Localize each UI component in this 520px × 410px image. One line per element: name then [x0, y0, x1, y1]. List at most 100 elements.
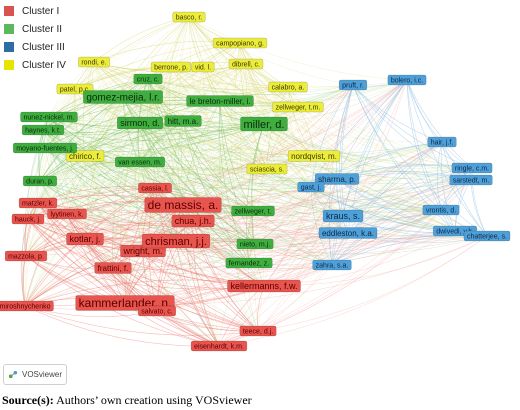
network-link: [112, 187, 156, 269]
node-zellweger_tm[interactable]: zellweger, t.m.: [272, 101, 324, 113]
node-frattini[interactable]: frattini, f.: [94, 262, 132, 274]
network-link: [154, 179, 472, 204]
node-gomez[interactable]: gomez-mejia, l.r.: [83, 90, 163, 104]
node-chrisman[interactable]: chrisman, j.j.: [141, 233, 211, 249]
node-nordqvist[interactable]: nordqvist, m.: [287, 150, 341, 162]
node-kotlar[interactable]: kotlar, j.: [66, 232, 104, 246]
network-link: [251, 123, 265, 245]
node-label: nieto, m.j.: [240, 241, 270, 248]
node-duran[interactable]: duran, p.: [22, 175, 58, 187]
node-sciascia[interactable]: sciascia, s.: [246, 163, 288, 175]
node-campopiano[interactable]: campopiano, g.: [212, 37, 268, 49]
network-link: [263, 123, 333, 266]
network-link: [339, 84, 354, 217]
network-link: [175, 240, 259, 332]
node-haynes[interactable]: haynes, k.t.: [21, 124, 65, 136]
node-box: [12, 142, 78, 154]
network-link: [79, 155, 86, 240]
node-hauck[interactable]: hauck, j.: [11, 213, 45, 225]
node-box: [314, 173, 360, 185]
node-gast[interactable]: gast, j.: [297, 181, 325, 193]
node-eddleston[interactable]: eddleston, k.a.: [318, 227, 378, 239]
node-vid[interactable]: vid. l.: [191, 61, 215, 73]
network-link: [147, 78, 442, 211]
network-link: [93, 61, 289, 90]
network-link: [182, 100, 221, 206]
node-kellermanns[interactable]: kellermanns, f.w.: [227, 279, 301, 293]
legend-swatch: [4, 24, 14, 34]
network-link: [24, 232, 349, 307]
node-basco[interactable]: basco, r.: [172, 11, 206, 23]
node-teece[interactable]: teece, d.j.: [239, 325, 277, 337]
network-link: [93, 61, 354, 92]
node-sharma[interactable]: sharma, p.: [314, 173, 360, 185]
network-link: [188, 16, 289, 88]
network-link: [42, 84, 354, 134]
network-link: [182, 120, 333, 266]
node-vrontis[interactable]: vrontis, d.: [422, 204, 460, 216]
node-sarstedt[interactable]: sarstedt, m.: [449, 174, 493, 186]
node-eisenhardt[interactable]: eisenhardt, k.m.: [190, 340, 248, 352]
network-link: [218, 235, 488, 347]
node-box: [47, 208, 87, 220]
node-box: [141, 233, 211, 249]
node-fernandez[interactable]: fernandez, z.: [225, 257, 273, 269]
network-link: [182, 120, 344, 217]
node-matzler[interactable]: matzler, k.: [18, 197, 58, 209]
node-label: de massis, a.: [148, 198, 219, 212]
node-hair[interactable]: hair, j.f.: [427, 136, 457, 148]
node-label: vid. l.: [195, 64, 211, 71]
node-salvato[interactable]: salvato, c.: [137, 305, 177, 317]
node-ringle[interactable]: ringle, c.m.: [451, 162, 493, 174]
node-box: [22, 175, 58, 187]
node-bolero[interactable]: bolero, i.c.: [387, 74, 427, 86]
node-berrone[interactable]: berrone, p.: [150, 61, 192, 73]
node-box: [236, 238, 274, 250]
legend-item-cluster-3: Cluster III: [4, 40, 65, 54]
network-link: [230, 42, 250, 264]
node-calabro[interactable]: calabro, a.: [268, 81, 308, 93]
node-kraus[interactable]: kraus, s.: [322, 209, 364, 223]
network-link: [74, 88, 349, 234]
network-link: [182, 120, 456, 232]
node-label: eisenhardt, k.m.: [194, 343, 244, 350]
node-lebreton[interactable]: le breton-miller, i.: [186, 95, 254, 107]
node-nunez[interactable]: nunez-nickel, m.: [20, 111, 78, 123]
network-link: [471, 167, 488, 237]
network-link: [218, 264, 333, 347]
network-link: [406, 79, 442, 211]
network-link: [182, 120, 472, 181]
node-zellweger_t[interactable]: zellweger, t.: [231, 205, 275, 217]
network-link: [48, 84, 354, 123]
node-lyytinen[interactable]: lyytinen, k.: [47, 208, 87, 220]
legend-swatch: [4, 42, 14, 52]
network-link: [248, 155, 315, 264]
node-chatterjee[interactable]: chatterjee, s.: [463, 230, 511, 242]
node-chua[interactable]: chua, j.h.: [171, 214, 215, 228]
node-rondi[interactable]: rondi, e.: [78, 56, 110, 68]
node-moyano[interactable]: moyano-fuentes, j.: [12, 142, 78, 154]
node-pruft[interactable]: pruft, r.: [338, 79, 368, 91]
network-link: [48, 16, 190, 118]
node-nieto[interactable]: nieto, m.j.: [236, 238, 274, 250]
network-link: [182, 84, 354, 206]
node-chirico[interactable]: chirico, f.: [65, 150, 105, 162]
node-dibrell[interactable]: dibrell, c.: [228, 58, 264, 70]
network-link: [239, 42, 456, 232]
node-vanessen[interactable]: van essen, m.: [114, 156, 166, 168]
network-link: [263, 178, 338, 287]
node-demassis[interactable]: de massis, a.: [144, 197, 222, 213]
node-zahra[interactable]: zahra, s.a.: [312, 259, 352, 271]
node-box: [191, 61, 215, 73]
node-cassia[interactable]: cassia, l.: [138, 182, 172, 194]
node-label: kotlar, j.: [69, 234, 100, 244]
node-simon[interactable]: sirmon, d.: [116, 116, 164, 130]
node-label: nordqvist, m.: [291, 152, 337, 161]
node-hitt[interactable]: hitt, m.a.: [164, 115, 202, 127]
node-mroshnychenko[interactable]: miroshnychenko: [0, 300, 54, 312]
node-mazzola[interactable]: mazzola, p.: [4, 250, 48, 262]
node-box: [338, 79, 368, 91]
network-link: [147, 78, 250, 264]
node-miller[interactable]: miller, d.: [240, 116, 288, 132]
node-cruz[interactable]: cruz, c.: [133, 73, 163, 85]
